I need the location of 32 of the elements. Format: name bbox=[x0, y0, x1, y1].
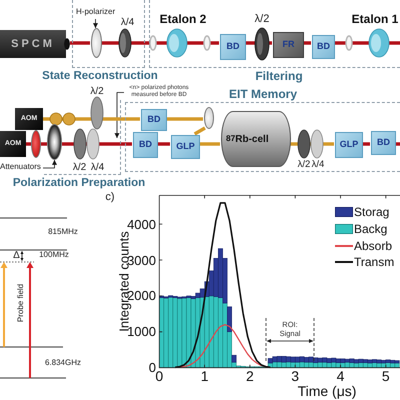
tick-label: 2 bbox=[244, 369, 255, 384]
legend-label: Storag bbox=[354, 205, 390, 219]
waveplate-label: λ/4 bbox=[311, 160, 325, 170]
waveplate-label: λ/4 bbox=[90, 162, 106, 173]
section-heading: Polarization Preparation bbox=[12, 177, 146, 190]
section-heading: EIT Memory bbox=[228, 88, 298, 102]
tick-label: 4 bbox=[336, 369, 346, 384]
waveplate-label: λ/2 bbox=[254, 13, 270, 26]
component-label: Etalon 2 bbox=[158, 13, 208, 26]
legend-label: Backg bbox=[354, 222, 388, 236]
waveplate-label: λ/4 bbox=[120, 17, 135, 28]
waveplate-label: λ/2 bbox=[89, 86, 105, 97]
tick-label: 3 bbox=[290, 369, 300, 384]
frequency-label: 815MHz bbox=[47, 228, 79, 237]
panel-label: c) bbox=[104, 191, 116, 204]
waveplate-label: λ/2 bbox=[297, 160, 311, 170]
section-heading: State Reconstruction bbox=[41, 70, 159, 83]
axis-title: Time (μs) bbox=[296, 383, 358, 399]
tick-label: 1 bbox=[200, 369, 210, 384]
tick-label: 0 bbox=[155, 369, 164, 384]
tick-label: 5 bbox=[380, 369, 391, 384]
detuning-label: Δ bbox=[12, 250, 21, 261]
frequency-label: 6.834GHz bbox=[44, 359, 82, 368]
tick-label: 4000 bbox=[127, 216, 156, 232]
component-label: Etalon 1 bbox=[350, 13, 400, 26]
legend-label: Transm bbox=[354, 255, 396, 269]
legend-label: Absorb bbox=[354, 239, 394, 253]
tick-label: 0 bbox=[148, 360, 156, 376]
frequency-label: 100MHz bbox=[38, 251, 70, 260]
field-label: Probe field bbox=[16, 282, 26, 324]
waveplate-label: λ/2 bbox=[72, 162, 88, 173]
section-heading: Filtering bbox=[254, 70, 304, 84]
